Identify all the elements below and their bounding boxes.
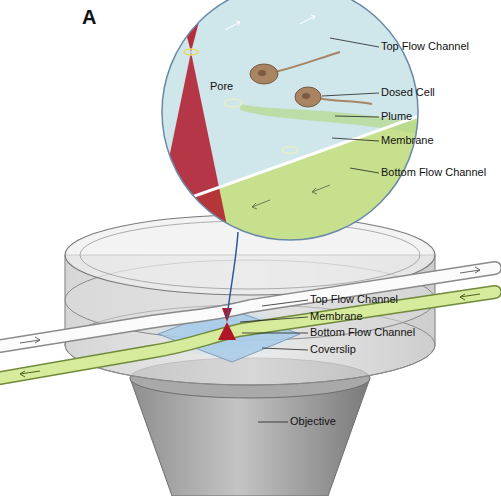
pore-ring [282,147,298,154]
part-label: Membrane [381,134,434,147]
top-channel-fill [150,0,440,250]
flow-arrow [300,15,315,24]
cell-body [250,64,278,84]
pore-ring [224,99,242,107]
plume [240,104,420,134]
top-tube-outline [0,268,495,346]
part-label: Top Flow Channel [310,293,398,306]
leader-line [262,348,308,350]
zoom-line [227,232,238,318]
inset-border [162,0,418,240]
leader-line [350,168,379,173]
part-label: Dosed Cell [381,86,435,99]
part-label: Bottom Flow Channel [310,326,415,339]
cell-nucleus [258,70,266,76]
laser-cone [172,0,210,52]
part-label: Bottom Flow Channel [381,166,486,179]
leader-line [322,93,379,96]
flow-arrow [20,371,40,377]
part-label: Objective [290,415,336,428]
cell-body [295,87,321,107]
flow-arrow [312,185,330,194]
leader-line [240,317,308,322]
top-tube [0,268,495,346]
leader-line [262,300,308,306]
leader-line [258,422,288,423]
membrane-edge [150,112,430,212]
flow-arrow [460,267,480,273]
cell-nucleus [302,93,310,99]
part-label: Membrane [310,310,363,323]
part-label: Plume [381,110,412,123]
part-label: Top Flow Channel [381,40,469,53]
panel-letter: A [82,6,96,28]
leader-line [242,333,308,334]
leader-line [330,38,379,47]
pore-ring [184,49,198,55]
flow-arrow [252,200,270,209]
part-label: Coverslip [310,343,356,356]
flow-arrow [225,21,240,30]
inset-view [150,0,440,250]
leader-line [335,116,379,117]
leader-line [332,138,379,141]
flow-arrow [460,294,480,300]
part-label: Pore [210,80,233,93]
flow-arrow [20,337,40,343]
